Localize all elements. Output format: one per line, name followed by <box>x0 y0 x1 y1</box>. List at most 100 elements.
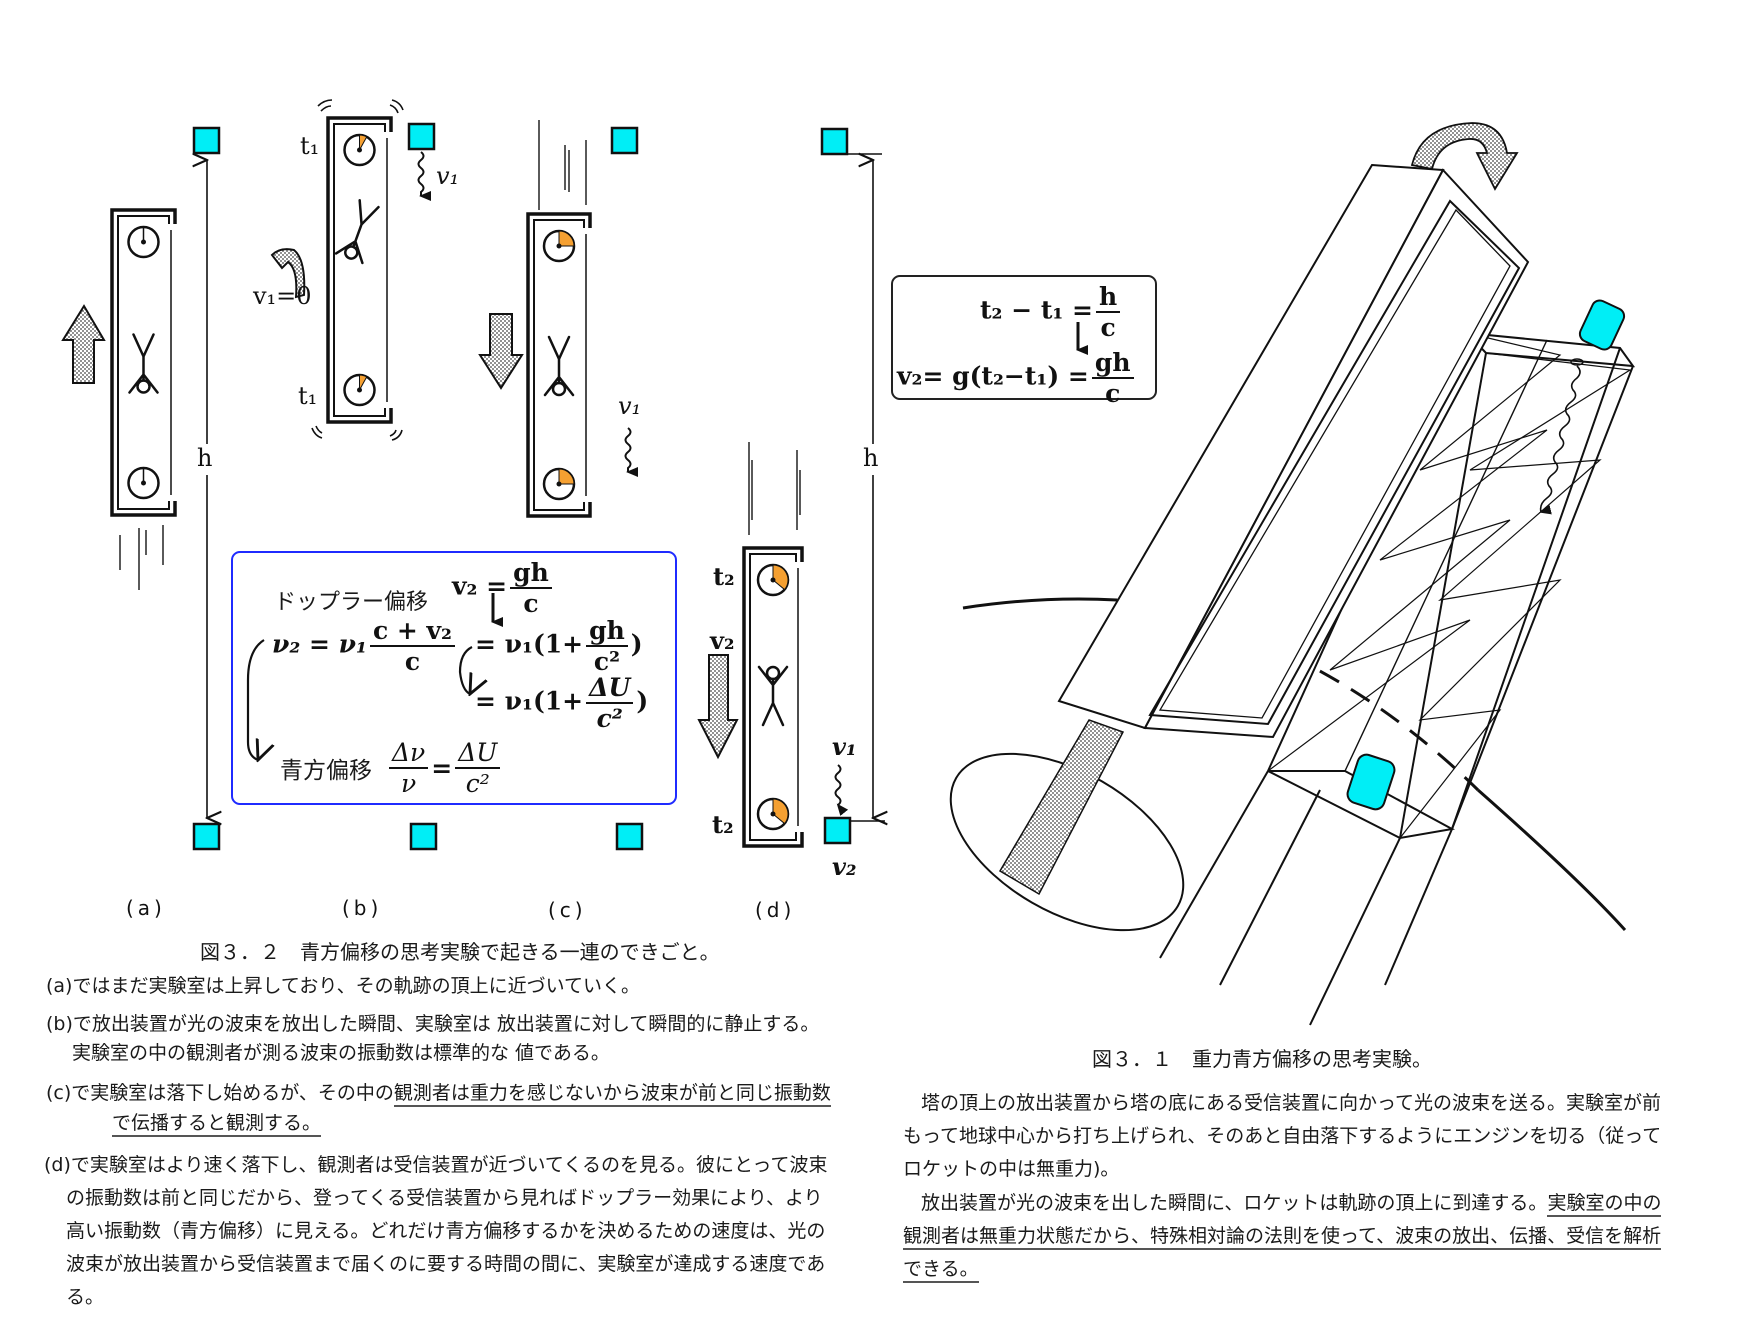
text: (c)で実験室は落下し始めるが、その中の <box>46 1082 394 1104</box>
vibration-marks <box>311 99 404 441</box>
elevator-inner-wall <box>333 123 386 417</box>
emitters-receivers <box>192 122 852 851</box>
time-label-t2-top: t₂ <box>713 562 735 591</box>
eq1-lhs: ν₂ = ν₁ <box>272 629 367 659</box>
receiver-box <box>409 822 438 851</box>
clock-center <box>556 481 562 487</box>
receiver-box <box>823 816 852 845</box>
height-label-a: h <box>197 444 213 472</box>
velocity-label-v1-c: v₁ <box>618 392 642 420</box>
underlined-text: と同じ振動数 <box>716 1082 831 1107</box>
observer-head <box>551 381 567 397</box>
time-label-t1-top: t₁ <box>300 132 320 160</box>
clock-icon <box>756 563 790 597</box>
observer-figure <box>128 333 159 394</box>
clock-icon <box>343 373 376 407</box>
clock-icon <box>756 797 790 831</box>
emitter-box <box>820 127 849 156</box>
clock-icon <box>127 466 160 500</box>
time-velocity-formula-box <box>891 275 1157 400</box>
rocket-right-face <box>1143 168 1530 739</box>
close-paren: ) <box>630 629 643 659</box>
denominator: c <box>523 589 539 618</box>
rotation-arrow-icon <box>1410 122 1519 191</box>
velocity-label-v1-d: v₁ <box>832 732 857 761</box>
earth-surface-arc <box>1477 788 1627 932</box>
clock-elapsed-wedge <box>558 230 575 247</box>
receiver-box <box>192 822 221 851</box>
clock-center <box>141 239 146 245</box>
elevator-c <box>526 212 592 518</box>
doppler-formula-box <box>231 551 677 805</box>
elevator-sequence <box>110 116 804 848</box>
underlined-text: 実験室の中の <box>1547 1192 1662 1217</box>
paragraph-a: (a)ではまだ実験室は上昇しており、その軌跡の頂上に近づいていく。 <box>46 975 641 997</box>
numerator: gh <box>586 618 628 647</box>
underlined-text: 観測者は無重力状態だから、特殊相対論の法則を使って、波束の放出、伝播、受信を解析 <box>903 1225 1662 1250</box>
light-pulse-icon <box>270 248 306 299</box>
numerator: ΔU <box>455 740 501 769</box>
paragraph-d-line4: 波束が放出装置から受信装置まで届くのに要する時間の間に、実験室が達成する速度であ <box>66 1253 826 1275</box>
lhs: t₂ − t₁ = <box>980 295 1094 325</box>
speed-lines <box>119 120 801 590</box>
earth-surface-arc <box>962 597 1118 610</box>
paragraph-right-line6: できる。 <box>903 1254 979 1283</box>
emitter-box <box>407 122 436 151</box>
clock-icon <box>127 225 160 259</box>
paragraph-c-line1: (c)で実験室は落下し始めるが、その中の観測者は重力を感じないから波束が前と同じ… <box>46 1078 831 1107</box>
numerator: gh <box>510 560 552 589</box>
curved-arrow-icon <box>458 646 472 694</box>
paragraph-right-line1: 塔の頂上の放出装置から塔の底にある受信装置に向かって光の波束を送る。実験室が前 <box>921 1092 1662 1114</box>
figure-3-1-caption: 図３．１ 重力青方偏移の思考実験。 <box>1092 1047 1432 1071</box>
rocket-tower-illustration <box>949 122 1636 1026</box>
numerator: ΔU <box>586 675 634 704</box>
clock-icon <box>343 133 376 167</box>
down-arrow-icon <box>697 654 739 760</box>
elevator-inner-wall <box>533 219 585 511</box>
photon-wave-icon <box>624 427 638 477</box>
receiver-cylinder <box>1346 753 1396 811</box>
observer-figure <box>334 199 380 265</box>
velocity-label-v1: v₁ <box>436 162 460 190</box>
close-paren: ) <box>636 686 649 716</box>
denominator: c <box>404 647 421 676</box>
denominator: c² <box>596 704 623 733</box>
clock-center <box>357 387 362 393</box>
observer-head <box>136 379 151 394</box>
panel-label-a: (a) <box>126 896 166 920</box>
elevator-b <box>326 116 393 424</box>
eq2-lhs: = ν₁(1+ <box>475 629 584 659</box>
clock-center <box>141 480 146 486</box>
paragraph-d-line5: る。 <box>66 1286 105 1308</box>
panel-label-b: (b) <box>342 896 383 920</box>
receiver-box <box>615 822 644 851</box>
emitter-box <box>192 126 221 155</box>
height-label-d: h <box>863 444 879 472</box>
lhs: v₂= g(t₂−t₁) = <box>897 361 1089 391</box>
elevator-d <box>742 546 804 848</box>
observer-head <box>765 665 781 681</box>
launch-site-ellipse <box>949 752 1185 932</box>
elevator-inner-wall <box>117 215 170 510</box>
denominator: ν <box>401 769 417 798</box>
equals: = <box>431 753 453 783</box>
elevator-a <box>110 208 177 517</box>
rocket-window <box>1148 199 1521 726</box>
denominator: c <box>1100 313 1116 342</box>
denominator: c² <box>593 647 621 676</box>
paragraph-d-line1: (d)で実験室はより速く落下し、観測者は受信装置が近づいてくるのを見る。彼にとっ… <box>44 1154 828 1176</box>
observer-body <box>543 335 575 397</box>
clock-elapsed-wedge <box>359 374 368 391</box>
text: 放出装置が光の波束を出した瞬間に、ロケットは軌跡の頂上に到達する。 <box>921 1192 1548 1214</box>
paragraph-b-line2: 実験室の中の観測者が測る波束の振動数は標準的な 値である。 <box>72 1042 610 1064</box>
numerator: Δν <box>389 740 429 769</box>
